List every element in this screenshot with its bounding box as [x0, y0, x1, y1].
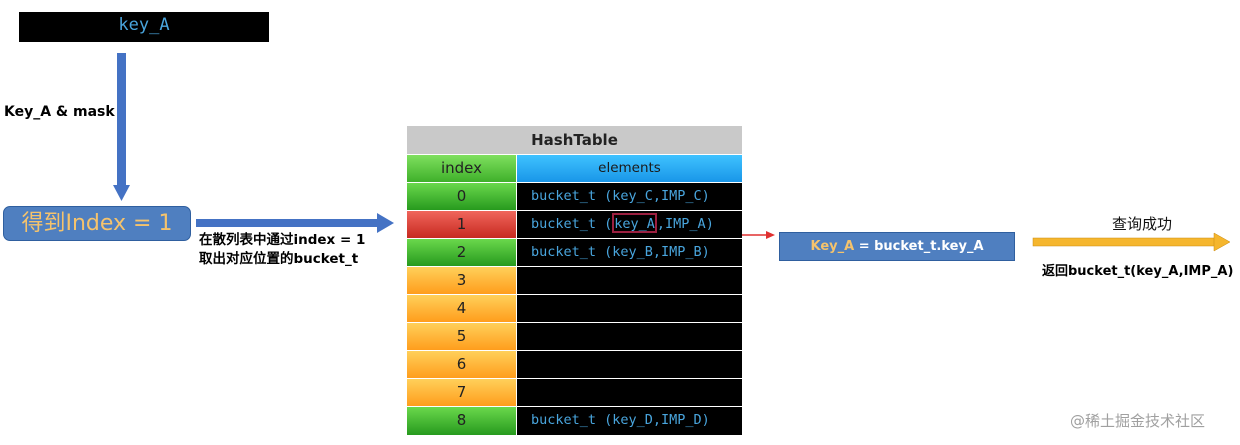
- row-element-suffix: ,IMP_A): [656, 216, 714, 232]
- row-element: [516, 267, 742, 294]
- header-index: index: [407, 155, 516, 182]
- index-result-text: 得到Index = 1: [21, 211, 173, 236]
- hashtable-header-row: index elements: [407, 155, 742, 183]
- table-row: 8 bucket_t (key_D,IMP_D): [407, 407, 742, 435]
- row-element-prefix: bucket_t (: [531, 216, 613, 232]
- index-result-box: 得到Index = 1: [3, 206, 191, 241]
- row-index: 4: [407, 295, 516, 322]
- success-label: 查询成功: [1112, 215, 1173, 233]
- step2-label-line1: 在散列表中通过index = 1: [199, 232, 366, 248]
- compare-box: Key_A = bucket_t.key_A: [779, 232, 1015, 261]
- step1-label: Key_A & mask: [4, 104, 115, 120]
- header-elements: elements: [516, 155, 742, 182]
- row-element: bucket_t (key_C,IMP_C): [516, 183, 742, 210]
- row-element: [516, 379, 742, 406]
- table-row: 4: [407, 295, 742, 323]
- success-arrow: [1032, 232, 1231, 252]
- table-row: 5: [407, 323, 742, 351]
- row-index: 5: [407, 323, 516, 350]
- table-row: 0 bucket_t (key_C,IMP_C): [407, 183, 742, 211]
- table-row: 7: [407, 379, 742, 407]
- watermark: @稀土掘金技术社区: [1070, 412, 1206, 430]
- down-arrow: [113, 53, 130, 201]
- row-index: 0: [407, 183, 516, 210]
- row-index: 1: [407, 211, 516, 238]
- row-index: 7: [407, 379, 516, 406]
- row-element: [516, 323, 742, 350]
- row-index: 6: [407, 351, 516, 378]
- row-index: 8: [407, 407, 516, 435]
- step2-label-line2: 取出对应位置的bucket_t: [199, 251, 359, 267]
- compare-rest: = bucket_t.key_A: [854, 239, 984, 254]
- hashtable-title: HashTable: [407, 126, 742, 155]
- highlighted-key: key_A: [612, 213, 657, 233]
- row-element: bucket_t (key_D,IMP_D): [516, 407, 742, 435]
- return-label: 返回bucket_t(key_A,IMP_A): [1042, 264, 1234, 279]
- table-row: 6: [407, 351, 742, 379]
- row-element: [516, 351, 742, 378]
- right-arrow-to-table: [196, 213, 394, 233]
- step2-label: 在散列表中通过index = 1 取出对应位置的bucket_t: [199, 231, 365, 269]
- hashtable: HashTable index elements 0 bucket_t (key…: [407, 126, 742, 435]
- table-row: 2 bucket_t (key_B,IMP_B): [407, 239, 742, 267]
- table-row: 3: [407, 267, 742, 295]
- table-row: 1 bucket_t (key_A,IMP_A): [407, 211, 742, 239]
- top-key-text: key_A: [118, 15, 170, 35]
- row-element: [516, 295, 742, 322]
- top-key-box: key_A: [19, 12, 269, 42]
- row-index: 3: [407, 267, 516, 294]
- row-element: bucket_t (key_A,IMP_A): [516, 211, 742, 238]
- row-element: bucket_t (key_B,IMP_B): [516, 239, 742, 266]
- row-index: 2: [407, 239, 516, 266]
- compare-key: Key_A: [810, 239, 855, 254]
